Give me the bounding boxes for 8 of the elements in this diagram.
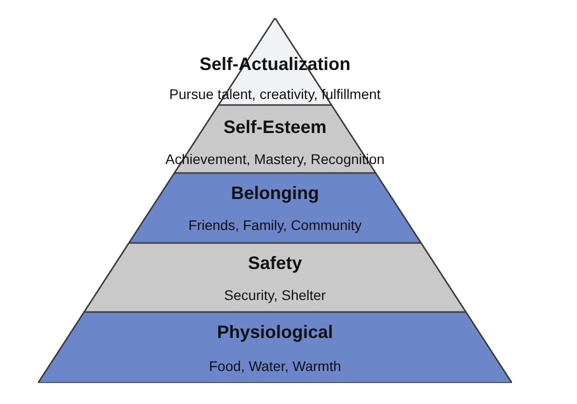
tier-title: Belonging <box>231 183 319 204</box>
tier-description: Security, Shelter <box>224 287 326 303</box>
tier-title: Safety <box>248 253 302 274</box>
tier-description: Food, Water, Warmth <box>209 358 341 374</box>
pyramid-tier <box>38 312 512 383</box>
tier-title: Physiological <box>216 322 334 343</box>
tier-title: Self-Esteem <box>223 117 327 138</box>
tier-description: Friends, Family, Community <box>188 217 362 233</box>
